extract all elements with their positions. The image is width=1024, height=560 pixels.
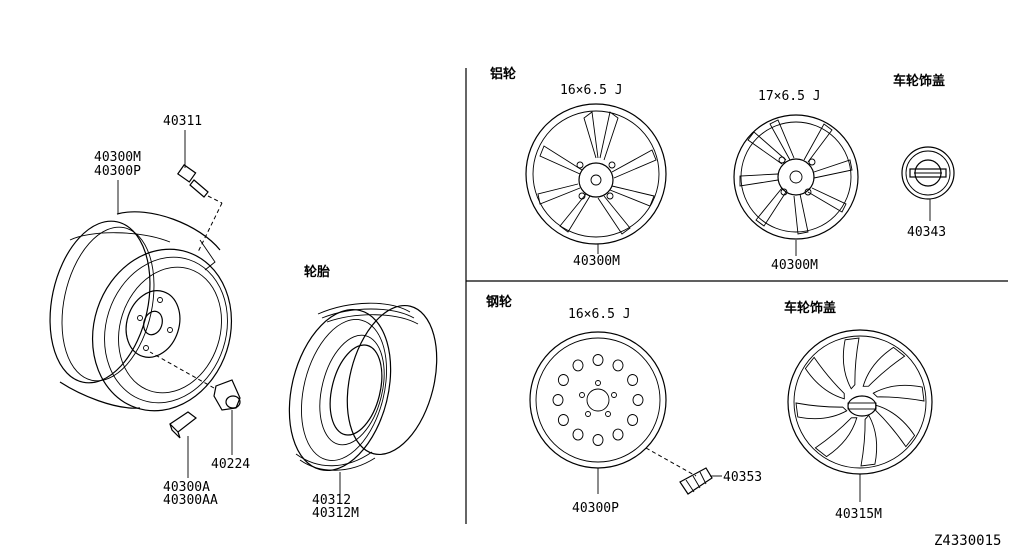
steel-balance-weight-part[interactable] <box>679 467 713 495</box>
steel-wheel-hole <box>557 414 569 426</box>
part-number-40315m: 40315M <box>835 507 882 522</box>
part-number-40300aa: 40300AA <box>163 493 218 508</box>
steel-wheel-hole <box>557 374 569 386</box>
cover-spoke <box>872 384 925 402</box>
steel-wheel-hole <box>612 359 624 372</box>
cover-spoke <box>875 404 916 448</box>
cover-spoke <box>795 402 848 420</box>
cover-spoke <box>860 414 878 467</box>
wheel-cap-heading: 车轮饰盖 <box>893 73 945 89</box>
steel-wheel-heading: 钢轮 <box>486 294 512 310</box>
part-number-40312m: 40312M <box>312 506 359 521</box>
alu-wheel-17[interactable] <box>733 114 859 240</box>
diagram-id: Z4330015 <box>934 533 1001 549</box>
part-number-40300p-left: 40300P <box>94 164 141 179</box>
steel-wheel-hole <box>632 394 644 406</box>
steel-wheel-hole <box>627 414 639 426</box>
part-number-40312: 40312 <box>312 493 351 508</box>
steel-wheel-hole <box>572 428 584 441</box>
aluminum-wheel-heading: 铝轮 <box>490 66 516 82</box>
part-number-alu-40300m-17: 40300M <box>771 258 818 273</box>
tire-part[interactable] <box>274 296 452 481</box>
steel-wheel-16[interactable] <box>529 331 667 469</box>
steel-16-size: 16×6.5 J <box>568 307 631 322</box>
steel-wheel-hole <box>572 359 584 372</box>
cover-spoke <box>804 356 845 400</box>
tire-heading: 轮胎 <box>304 264 330 280</box>
cover-spoke <box>862 346 906 387</box>
steel-wheel-hole <box>627 374 639 386</box>
steel-wheel-hole <box>592 434 604 446</box>
wheel-cover-part[interactable] <box>787 329 933 475</box>
part-number-40300m-left: 40300M <box>94 150 141 165</box>
wheel-cover-heading: 车轮饰盖 <box>784 300 836 316</box>
part-number-40224: 40224 <box>211 457 250 472</box>
steel-wheel-side-view[interactable] <box>36 211 252 429</box>
part-number-40300a: 40300A <box>163 480 210 495</box>
steel-wheel-hole <box>592 354 604 366</box>
center-cap-part[interactable] <box>901 146 955 200</box>
part-number-alu-40300m-16: 40300M <box>573 254 620 269</box>
wheel-nut-part[interactable] <box>149 351 241 411</box>
alu-16-size: 16×6.5 J <box>560 83 623 98</box>
valve-part[interactable] <box>176 164 223 253</box>
alu-wheel-16[interactable] <box>525 103 667 245</box>
part-number-40311: 40311 <box>163 114 202 129</box>
steel-wheel-hole <box>612 428 624 441</box>
steel-weight-dash <box>645 447 697 477</box>
part-number-40343: 40343 <box>907 225 946 240</box>
balance-weight-part[interactable] <box>169 411 197 439</box>
cover-spoke <box>842 337 860 390</box>
cover-spoke <box>814 417 858 458</box>
part-number-40353: 40353 <box>723 470 762 485</box>
part-number-40300p-steel: 40300P <box>572 501 619 516</box>
alu-17-size: 17×6.5 J <box>758 89 821 104</box>
steel-wheel-hole <box>552 394 564 406</box>
